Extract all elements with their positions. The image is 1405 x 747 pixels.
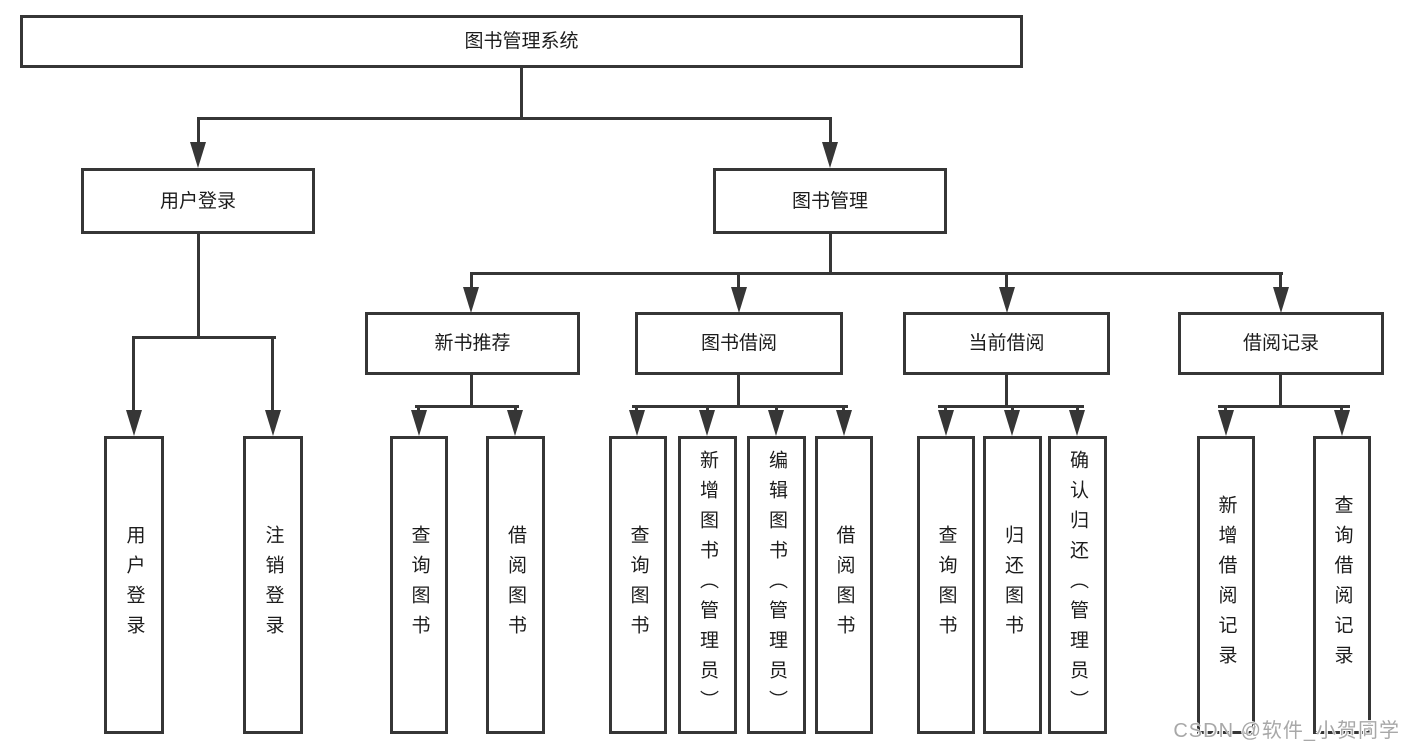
connector-drop-leaf-login (132, 336, 135, 414)
watermark: CSDN @软件_小贺同学 (1173, 720, 1400, 742)
connector-drop-b2 (514, 405, 517, 414)
node-book-borrow: 图书借阅 (635, 312, 843, 375)
connector-drop-e1 (1224, 405, 1227, 414)
leaf-br-add-record: 新增借阅记录 (1197, 436, 1255, 734)
connector-drop-book-mgmt (829, 117, 832, 145)
connector-book-borrow-stem (737, 375, 740, 405)
leaf-cb-confirm-return-admin: 确认归还（管理员） (1048, 436, 1107, 734)
connector-drop-c2 (706, 405, 709, 414)
arrowhead-c2-icon (699, 410, 715, 436)
arrowhead-new-book-rec-icon (463, 287, 479, 313)
connector-drop-book-borrow (737, 272, 740, 288)
leaf-bb-add-book-admin: 新增图书（管理员） (678, 436, 737, 734)
node-user-login: 用户登录 (81, 168, 315, 234)
arrowhead-borrow-record-icon (1273, 287, 1289, 313)
leaf-bb-query-books: 查询图书 (609, 436, 667, 734)
connector-drop-c4 (842, 405, 845, 414)
connector-user-login-rail (132, 336, 276, 339)
connector-new-book-rec-rail (415, 405, 519, 408)
leaf-rec-query-books: 查询图书 (390, 436, 448, 734)
arrowhead-book-mgmt-icon (822, 142, 838, 168)
connector-drop-b1 (417, 405, 420, 414)
leaf-bb-edit-book-admin: 编辑图书（管理员） (747, 436, 806, 734)
connector-borrow-record-stem (1279, 375, 1282, 405)
node-current-borrow: 当前借阅 (903, 312, 1110, 375)
connector-drop-c1 (635, 405, 638, 414)
connector-current-borrow-stem (1005, 375, 1008, 405)
arrowhead-user-login-icon (190, 142, 206, 168)
connector-drop-leaf-logout (271, 336, 274, 414)
leaf-cb-return-book: 归还图书 (983, 436, 1042, 734)
arrowhead-b1-icon (411, 410, 427, 436)
node-book-mgmt: 图书管理 (713, 168, 947, 234)
leaf-br-query-record: 查询借阅记录 (1313, 436, 1371, 734)
arrowhead-d1-icon (938, 410, 954, 436)
node-root: 图书管理系统 (20, 15, 1023, 68)
arrowhead-current-borrow-icon (999, 287, 1015, 313)
leaf-cb-query-books: 查询图书 (917, 436, 975, 734)
arrowhead-leaf-logout-icon (265, 410, 281, 436)
leaf-logout: 注销登录 (243, 436, 303, 734)
connector-level1-rail (197, 117, 832, 120)
arrowhead-c3-icon (768, 410, 784, 436)
connector-drop-user-login (197, 117, 200, 145)
arrowhead-c4-icon (836, 410, 852, 436)
arrowhead-e1-icon (1218, 410, 1234, 436)
arrowhead-leaf-login-icon (126, 410, 142, 436)
connector-drop-e2 (1340, 405, 1343, 414)
connector-drop-d3 (1076, 405, 1079, 414)
connector-root-stem (520, 68, 523, 118)
arrowhead-b2-icon (507, 410, 523, 436)
node-borrow-record: 借阅记录 (1178, 312, 1384, 375)
connector-book-mgmt-stem (829, 234, 832, 275)
leaf-bb-borrow-books: 借阅图书 (815, 436, 873, 734)
arrowhead-book-borrow-icon (731, 287, 747, 313)
arrowhead-d2-icon (1004, 410, 1020, 436)
leaf-rec-borrow-books: 借阅图书 (486, 436, 545, 734)
connector-drop-borrow-record (1279, 272, 1282, 288)
connector-drop-c3 (775, 405, 778, 414)
connector-drop-current-borrow (1005, 272, 1008, 288)
connector-level2-rail (470, 272, 1283, 275)
node-new-book-rec: 新书推荐 (365, 312, 580, 375)
connector-drop-d1 (944, 405, 947, 414)
connector-user-login-stem (197, 234, 200, 336)
connector-drop-d2 (1011, 405, 1014, 414)
arrowhead-c1-icon (629, 410, 645, 436)
arrowhead-e2-icon (1334, 410, 1350, 436)
arrowhead-d3-icon (1069, 410, 1085, 436)
connector-new-book-rec-stem (470, 375, 473, 405)
connector-borrow-record-rail (1218, 405, 1350, 408)
connector-book-borrow-rail (632, 405, 848, 408)
connector-drop-new-book-rec (470, 272, 473, 288)
leaf-user-login: 用户登录 (104, 436, 164, 734)
